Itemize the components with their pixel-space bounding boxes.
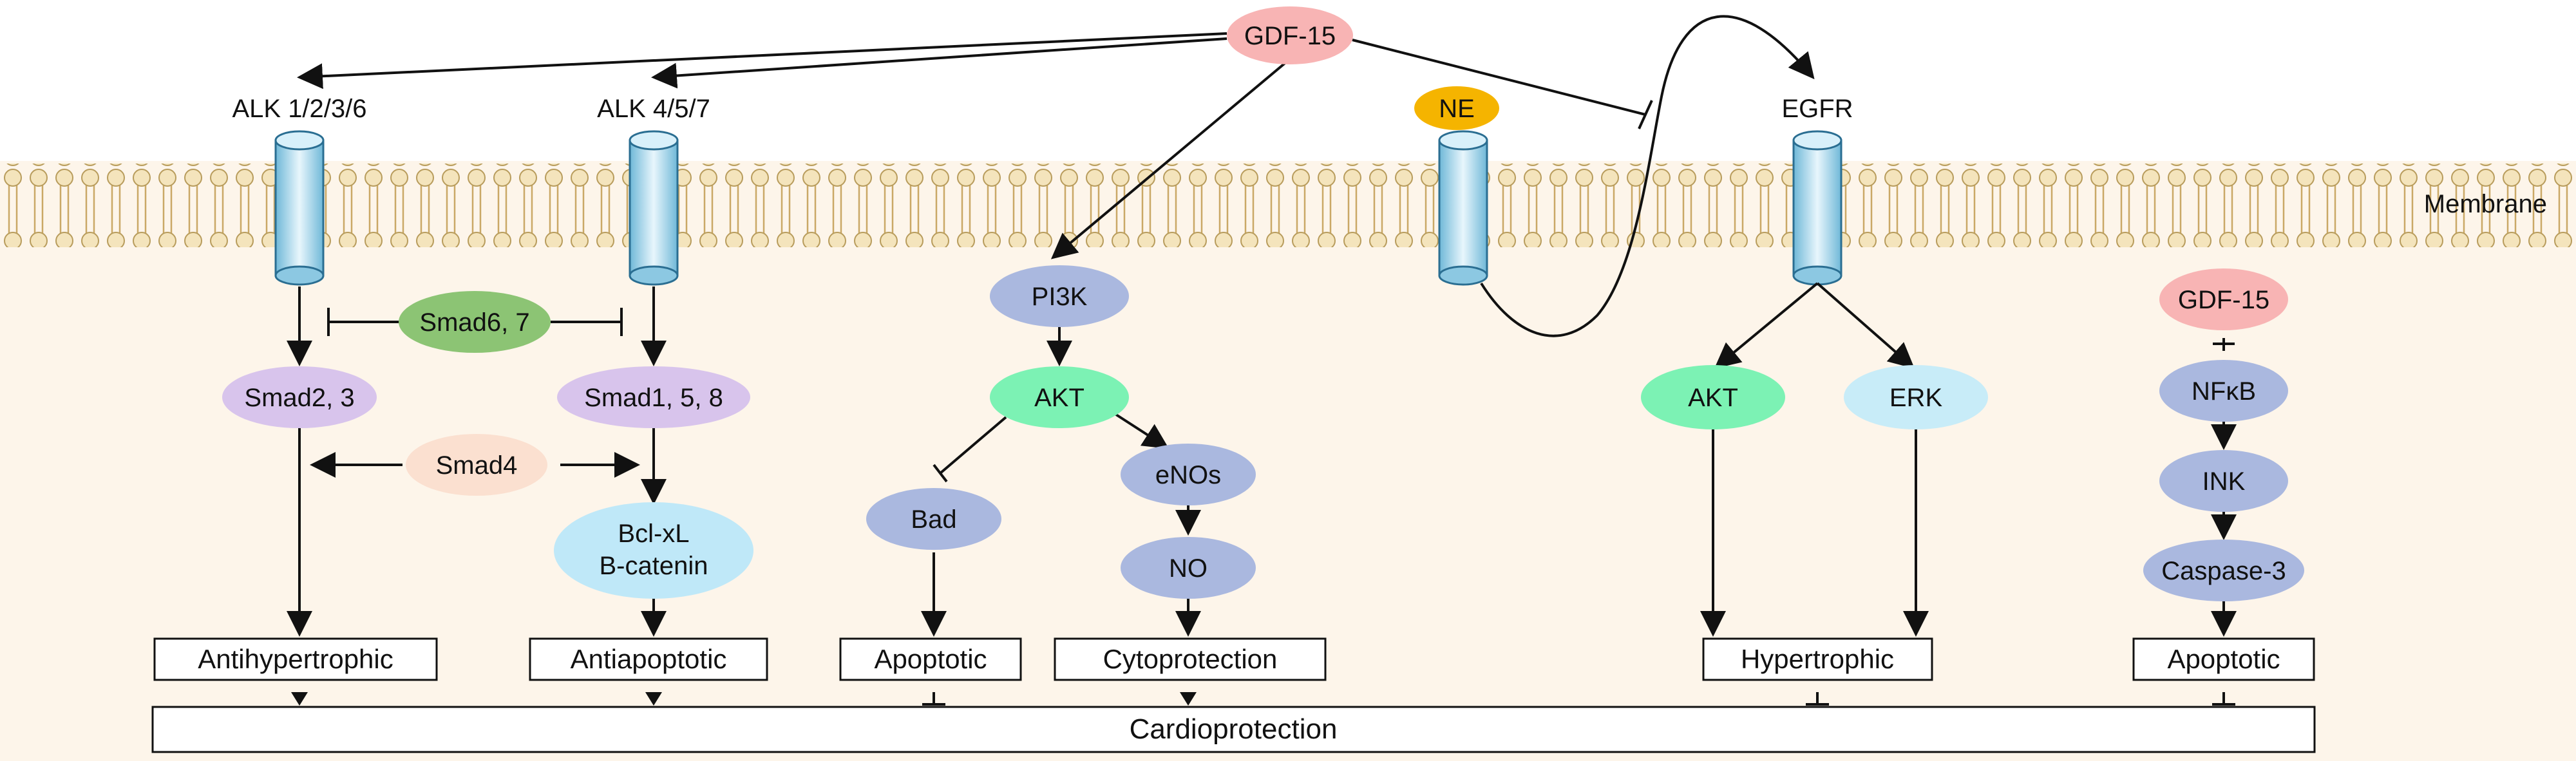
arrow-gdf15-alk1236: [297, 32, 1227, 89]
svg-text:Antihypertrophic: Antihypertrophic: [198, 644, 393, 674]
svg-text:GDF-15: GDF-15: [2178, 286, 2269, 314]
svg-text:INK: INK: [2202, 467, 2246, 496]
arrow-ne-egfr: [1480, 15, 1815, 337]
akt-mid-node: AKT: [990, 366, 1129, 428]
svg-text:Cardioprotection: Cardioprotection: [1130, 713, 1338, 745]
receptor-alk1236: [274, 130, 325, 286]
svg-text:AKT: AKT: [1688, 384, 1738, 412]
receptor-egfr: [1792, 130, 1842, 286]
smad23-node: Smad2, 3: [222, 366, 377, 428]
alk1236-label: ALK 1/2/3/6: [232, 95, 366, 123]
svg-text:Smad2, 3: Smad2, 3: [244, 384, 354, 412]
gdf15-top-node: GDF-15: [1227, 6, 1353, 64]
svg-text:AKT: AKT: [1034, 384, 1084, 412]
svg-text:Cytoprotection: Cytoprotection: [1103, 644, 1278, 674]
svg-text:Apoptotic: Apoptotic: [2167, 644, 2280, 674]
svg-text:Smad1, 5, 8: Smad1, 5, 8: [584, 384, 723, 412]
smad4-node: Smad4: [406, 434, 547, 496]
ink-node: INK: [2159, 450, 2288, 512]
inhibit-bar-egfr: [1638, 100, 1653, 129]
svg-text:Bcl-xL: Bcl-xL: [618, 520, 689, 548]
svg-text:Hypertrophic: Hypertrophic: [1741, 644, 1894, 674]
svg-text:Antiapoptotic: Antiapoptotic: [571, 644, 727, 674]
inhibit-gdf15-egfr: [1352, 39, 1646, 116]
outcome-antiapoptotic: Antiapoptotic: [529, 637, 768, 681]
nfkb-node: NFκB: [2159, 360, 2288, 422]
no-node: NO: [1121, 537, 1256, 599]
egfr-label: EGFR: [1781, 95, 1853, 123]
svg-text:Smad6, 7: Smad6, 7: [419, 308, 529, 337]
membrane-label: Membrane: [2424, 190, 2547, 218]
bclxl-node: Bcl-xL B-catenin: [554, 502, 753, 599]
gdf15-right-node: GDF-15: [2159, 268, 2288, 330]
alk457-label: ALK 4/5/7: [597, 95, 710, 123]
svg-text:PI3K: PI3K: [1032, 283, 1088, 311]
smad158-node: Smad1, 5, 8: [557, 366, 750, 428]
outcome-hypertrophic: Hypertrophic: [1702, 637, 1933, 681]
svg-text:eNOs: eNOs: [1155, 461, 1221, 489]
outcome-apoptotic-right: Apoptotic: [2132, 637, 2315, 681]
bad-node: Bad: [866, 488, 1001, 550]
pi3k-node: PI3K: [990, 265, 1129, 327]
svg-text:NFκB: NFκB: [2192, 377, 2256, 406]
svg-text:GDF-15: GDF-15: [1244, 22, 1336, 50]
outcome-cytoprotection: Cytoprotection: [1054, 637, 1327, 681]
erk-node: ERK: [1844, 365, 1988, 429]
svg-text:Caspase-3: Caspase-3: [2161, 557, 2286, 585]
svg-text:Apoptotic: Apoptotic: [874, 644, 987, 674]
smad67-node: Smad6, 7: [399, 291, 551, 353]
ne-node: NE: [1414, 86, 1499, 130]
arrow-gdf15-pi3k: [1050, 57, 1293, 259]
connectors: [287, 15, 2237, 637]
outcome-antihypertrophic: Antihypertrophic: [153, 637, 438, 681]
akt-right-node: AKT: [1641, 365, 1785, 429]
svg-text:ERK: ERK: [1889, 384, 1943, 412]
svg-text:B-catenin: B-catenin: [600, 552, 708, 580]
svg-text:Smad4: Smad4: [436, 451, 518, 480]
arrow-gdf15-alk457: [651, 37, 1227, 89]
caspase3-node: Caspase-3: [2143, 540, 2304, 601]
receptor-ne: [1438, 130, 1488, 286]
enos-node: eNOs: [1121, 444, 1256, 505]
outcome-apoptotic-mid: Apoptotic: [839, 637, 1022, 681]
cardioprotection-bar: Cardioprotection: [151, 706, 2316, 753]
svg-text:NO: NO: [1169, 554, 1208, 583]
lipid-bilayer: [0, 164, 2576, 247]
receptor-alk457: [629, 130, 679, 286]
svg-text:NE: NE: [1439, 95, 1475, 123]
svg-text:Bad: Bad: [911, 505, 956, 534]
cardio-links: [291, 692, 2235, 706]
